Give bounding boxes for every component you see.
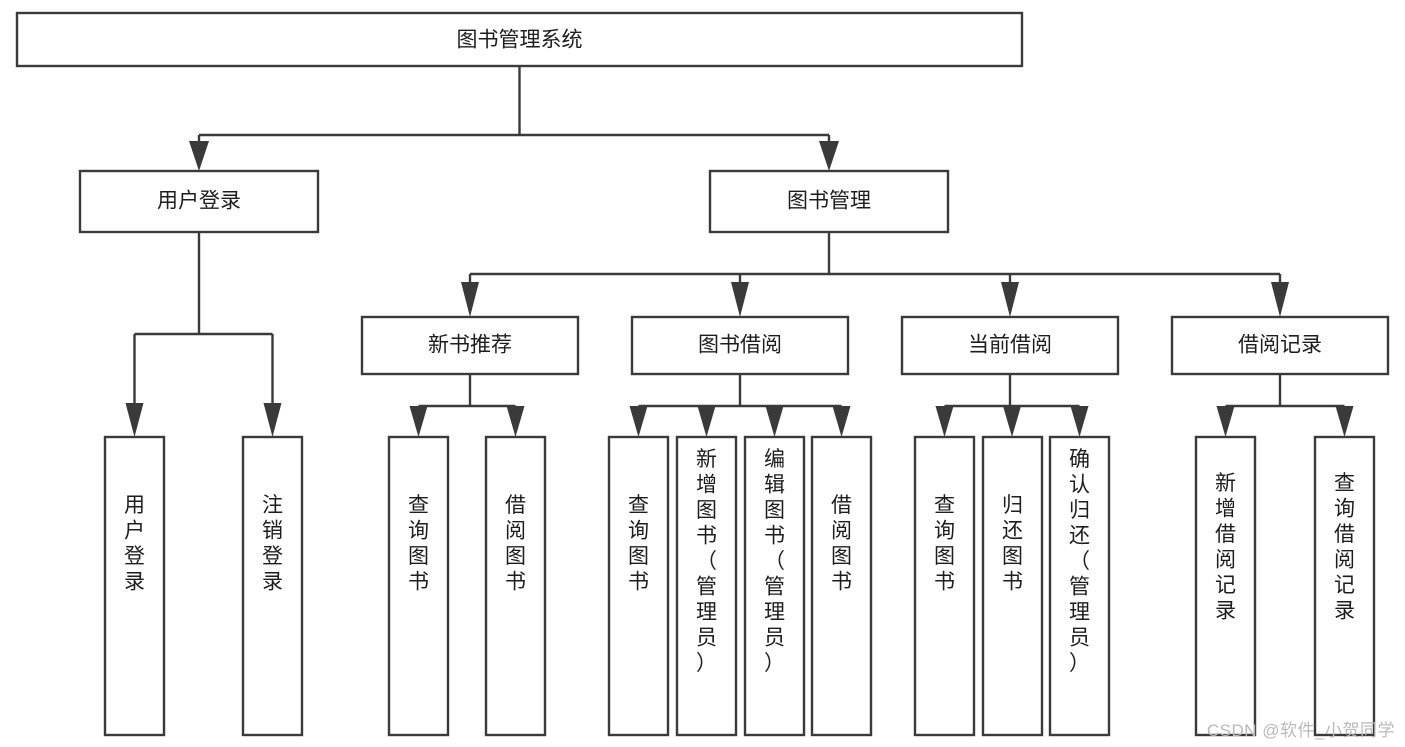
arrow-bb-to-add-book — [697, 406, 716, 437]
node-leaf-add-record[interactable]: 新增借阅记录 — [1194, 435, 1257, 737]
node-book-borrow-label: 图书借阅 — [698, 334, 782, 357]
node-leaf-return-book[interactable]: 归还图书 — [981, 435, 1044, 737]
node-leaf-borrow-book-1[interactable]: 借阅图书 — [484, 435, 547, 737]
node-leaf-return-book-label: 归还图书 — [1002, 494, 1023, 594]
node-leaf-query-book-1-box[interactable] — [387, 435, 450, 737]
node-leaf-add-record-box[interactable] — [1194, 435, 1257, 737]
arrow-bm-to-book-borrow — [731, 282, 749, 317]
node-new-book-rec-box[interactable] — [360, 315, 580, 376]
connector-group-book-borrow — [629, 374, 851, 437]
connector-group-new-book-rec — [409, 374, 525, 437]
arrow-cb-to-query-book — [935, 406, 954, 437]
node-leaf-user-logout-label: 注销登录 — [262, 494, 283, 594]
node-user-login-label: 用户登录 — [157, 190, 241, 213]
node-leaf-query-book-3-label: 查询图书 — [934, 494, 955, 594]
node-leaf-query-record[interactable]: 查询借阅记录 — [1313, 435, 1376, 737]
node-leaf-return-book-box[interactable] — [981, 435, 1044, 737]
node-current-borrow[interactable]: 当前借阅 — [900, 315, 1120, 376]
arrow-nbr-to-borrow-book — [506, 406, 525, 437]
arrow-bm-to-borrow-record — [1271, 282, 1289, 317]
node-book-borrow[interactable]: 图书借阅 — [630, 315, 850, 376]
node-leaf-confirm-return[interactable]: 确认归还（管理员） — [1048, 435, 1111, 737]
arrow-br-to-query-record — [1335, 406, 1354, 437]
node-leaf-user-logout-box[interactable] — [241, 435, 304, 737]
node-leaf-query-book-3[interactable]: 查询图书 — [913, 435, 976, 737]
node-borrow-record[interactable]: 借阅记录 — [1170, 315, 1390, 376]
node-user-login[interactable]: 用户登录 — [78, 169, 320, 234]
node-new-book-rec-label: 新书推荐 — [428, 334, 512, 357]
node-book-manage[interactable]: 图书管理 — [708, 169, 950, 234]
arrow-root-to-book-manage — [819, 141, 839, 171]
node-book-borrow-box[interactable] — [630, 315, 850, 376]
node-leaf-borrow-book-2-label: 借阅图书 — [831, 494, 852, 594]
connector-group-root — [189, 66, 839, 171]
node-root[interactable]: 图书管理系统 — [15, 11, 1024, 68]
arrow-bm-to-current-borrow — [1001, 282, 1019, 317]
node-leaf-edit-book[interactable]: 编辑图书（管理员） — [743, 435, 806, 737]
node-leaf-borrow-book-1-box[interactable] — [484, 435, 547, 737]
node-current-borrow-box[interactable] — [900, 315, 1120, 376]
node-leaf-confirm-return-box[interactable] — [1048, 435, 1111, 737]
node-leaf-add-book-box[interactable] — [675, 435, 738, 737]
arrow-root-to-user-login — [189, 141, 209, 171]
node-borrow-record-label: 借阅记录 — [1238, 334, 1322, 357]
node-leaf-user-logout[interactable]: 注销登录 — [241, 435, 304, 737]
watermark-label: CSDN @软件_小贺同学 — [1206, 721, 1395, 740]
node-leaf-query-book-1[interactable]: 查询图书 — [387, 435, 450, 737]
node-leaf-query-book-2[interactable]: 查询图书 — [607, 435, 670, 737]
node-leaf-add-book-label: 新增图书（管理员） — [696, 448, 717, 675]
arrow-br-to-add-record — [1216, 406, 1235, 437]
node-root-box[interactable] — [15, 11, 1024, 68]
node-root-label: 图书管理系统 — [457, 29, 583, 52]
arrow-cb-to-confirm-return — [1070, 406, 1089, 437]
node-user-login-box[interactable] — [78, 169, 320, 234]
arrow-cb-to-return-book — [1003, 406, 1021, 437]
connector-group-book-manage — [461, 232, 1289, 317]
node-leaf-query-book-2-label: 查询图书 — [628, 494, 649, 594]
node-leaf-query-record-label: 查询借阅记录 — [1334, 472, 1355, 623]
node-leaf-add-book[interactable]: 新增图书（管理员） — [675, 435, 738, 737]
node-leaf-confirm-return-label: 确认归还（管理员） — [1069, 448, 1090, 675]
arrow-ul-to-leaf-user-logout — [263, 403, 282, 437]
node-leaf-add-record-label: 新增借阅记录 — [1215, 472, 1236, 623]
node-new-book-rec[interactable]: 新书推荐 — [360, 315, 580, 376]
node-leaf-edit-book-box[interactable] — [743, 435, 806, 737]
node-book-manage-box[interactable] — [708, 169, 950, 234]
connector-group-user-login — [125, 232, 282, 437]
node-leaf-query-book-3-box[interactable] — [913, 435, 976, 737]
node-leaf-user-login-label: 用户登录 — [124, 494, 145, 594]
node-leaf-borrow-book-2-box[interactable] — [810, 435, 873, 737]
node-leaf-query-record-box[interactable] — [1313, 435, 1376, 737]
node-leaf-borrow-book-2[interactable]: 借阅图书 — [810, 435, 873, 737]
node-leaf-borrow-book-1-label: 借阅图书 — [505, 494, 526, 594]
arrow-bb-to-edit-book — [765, 406, 784, 437]
arrow-nbr-to-query-book — [409, 406, 428, 437]
node-book-manage-label: 图书管理 — [787, 190, 871, 213]
node-current-borrow-label: 当前借阅 — [968, 334, 1052, 357]
node-leaf-query-book-1-label: 查询图书 — [408, 494, 429, 594]
node-leaf-user-login[interactable]: 用户登录 — [103, 435, 166, 737]
node-leaf-query-book-2-box[interactable] — [607, 435, 670, 737]
arrow-bm-to-new-book-rec — [461, 282, 479, 317]
node-borrow-record-box[interactable] — [1170, 315, 1390, 376]
node-leaf-user-login-box[interactable] — [103, 435, 166, 737]
arrow-bb-to-query-book — [629, 406, 648, 437]
arrow-ul-to-leaf-user-login — [125, 403, 144, 437]
connector-group-current-borrow — [935, 374, 1089, 437]
connector-group-borrow-record — [1216, 374, 1354, 437]
arrow-bb-to-borrow-book — [832, 406, 851, 437]
node-leaf-edit-book-label: 编辑图书（管理员） — [764, 448, 785, 675]
